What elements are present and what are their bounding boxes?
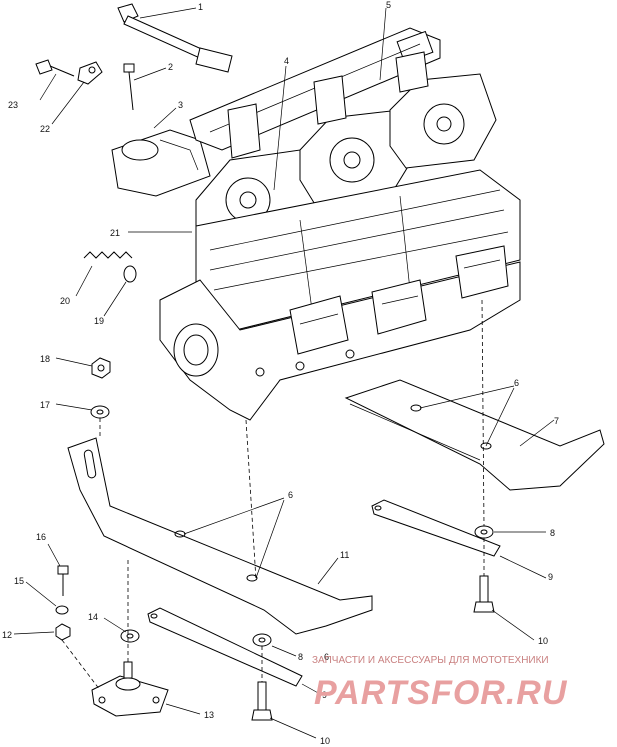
assembly-dashed-lines [61, 299, 485, 691]
callout-6-bottom: 6 [324, 652, 329, 662]
callout-10-right: 10 [538, 636, 548, 646]
part-15-washer [55, 605, 69, 615]
callout-23: 23 [8, 100, 18, 110]
part-13-rubber-mount [91, 661, 169, 717]
callout-6-right: 6 [514, 378, 519, 388]
part-9-shim-left [147, 607, 303, 687]
callout-1: 1 [198, 2, 203, 12]
crankcase [159, 245, 521, 421]
part-10-bolt-left [251, 681, 273, 721]
callout-3: 3 [178, 100, 183, 110]
part-2-stud [123, 63, 135, 111]
callout-21: 21 [110, 228, 120, 238]
part-20-spring [83, 251, 133, 259]
callout-12: 12 [2, 630, 12, 640]
part-9-shim-right [371, 499, 501, 557]
callout-9-right: 9 [548, 572, 553, 582]
callout-4: 4 [284, 56, 289, 66]
callout-8-right: 8 [550, 528, 555, 538]
part-7-mount-plate [344, 379, 605, 491]
callout-6-left: 6 [288, 490, 293, 500]
callout-7: 7 [554, 416, 559, 426]
part-8-washer-right [474, 525, 494, 539]
callout-15: 15 [14, 576, 24, 586]
part-3-housing [111, 129, 211, 197]
callout-8-left: 8 [298, 652, 303, 662]
part-22-bracket [77, 61, 103, 85]
callout-5: 5 [386, 0, 391, 10]
callout-16: 16 [36, 532, 46, 542]
part-18-nut [91, 357, 111, 379]
callout-leader-lines [13, 7, 555, 739]
part-23-bolt [35, 59, 75, 77]
callout-10-left: 10 [320, 736, 330, 746]
watermark-logo: PARTSFOR.RU [314, 674, 568, 712]
part-17-washer [90, 405, 110, 419]
callout-13: 13 [204, 710, 214, 720]
callout-labels: 1 2 3 4 5 6 6 6 7 8 8 9 9 10 10 11 12 13… [2, 0, 559, 746]
callout-17: 17 [40, 400, 50, 410]
cylinder-head-right [389, 51, 497, 169]
part-19-washer [123, 265, 137, 283]
callout-2: 2 [168, 62, 173, 72]
part-8-washer-left [252, 633, 272, 647]
callout-11: 11 [340, 550, 349, 560]
part-10-bolt-right [473, 575, 495, 613]
part-1-long-bolt [117, 3, 233, 73]
callout-18: 18 [40, 354, 50, 364]
part-14-washer [120, 629, 140, 643]
cylinder-head-middle [299, 75, 413, 207]
callout-19: 19 [94, 316, 104, 326]
callout-14: 14 [88, 612, 98, 622]
callout-22: 22 [40, 124, 50, 134]
callout-20: 20 [60, 296, 70, 306]
cylinder-block-upper [195, 169, 521, 331]
watermark: ЗАПЧАСТИ И АКСЕССУАРЫ ДЛЯ МОТОТЕХНИКИ PA… [312, 655, 568, 712]
callout-9-left: 9 [322, 690, 327, 700]
part-11-mount-plate [67, 437, 373, 635]
part-16-bolt [57, 565, 69, 596]
watermark-caption: ЗАПЧАСТИ И АКСЕССУАРЫ ДЛЯ МОТОТЕХНИКИ [312, 655, 549, 666]
part-12-nut [55, 623, 71, 641]
